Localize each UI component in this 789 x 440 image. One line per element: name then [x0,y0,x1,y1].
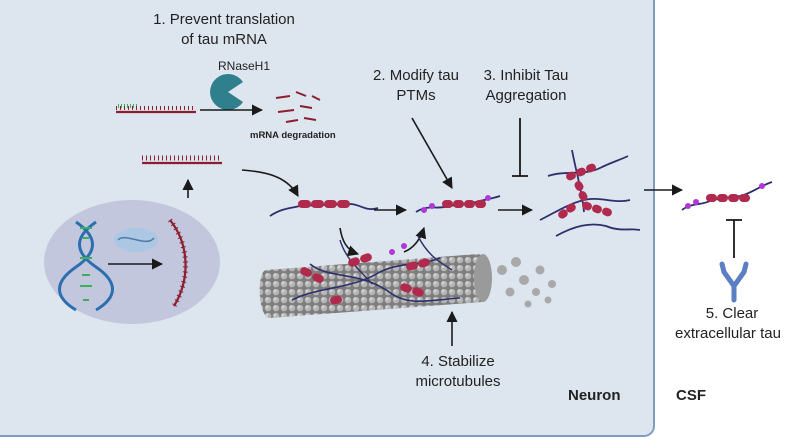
step1-subtitle: of tau mRNA [181,31,267,48]
step2-title: 2. Modify tau [373,67,459,84]
mrna-strand [142,155,222,165]
step2-subtitle: PTMs [396,87,435,104]
step3-subtitle: Aggregation [486,87,567,104]
mrna-degradation-label: mRNA degradation [250,130,336,141]
dna-icon [58,220,114,312]
step5-subtitle: extracellular tau [675,325,781,342]
tau-protein-unmodified [269,200,379,217]
step1-title: 1. Prevent translation [153,11,295,28]
neuron-compartment [0,0,655,437]
step3-inhibitor [512,118,528,177]
microtubule [259,254,556,318]
extracellular-tau [681,181,773,211]
tau-protein-phosphorylated [415,195,501,213]
pre-mrna-strand [168,218,188,308]
polymerase-icon [114,228,158,252]
antibody-icon [719,261,749,303]
step4-subtitle: microtubules [415,373,500,390]
microtubule-bound-tau [291,235,461,305]
aso-bound-mrna [116,104,196,114]
step4-title: 4. Stabilize [421,353,494,370]
rnaseh1-icon [210,73,243,110]
mrna-fragments [275,91,321,123]
step5-title: 5. Clear [706,305,759,322]
neuron-label: Neuron [568,387,621,404]
step2-arrow [411,117,453,189]
step3-title: 3. Inhibit Tau [484,67,569,84]
rnaseh1-label: RNaseH1 [218,59,270,73]
translation-arrow [241,169,299,197]
csf-label: CSF [676,387,706,404]
to-microtubule-arrow [339,227,360,257]
step5-inhibitor [726,219,742,258]
release-arrow [403,226,427,253]
tau-aggregate [539,149,641,237]
